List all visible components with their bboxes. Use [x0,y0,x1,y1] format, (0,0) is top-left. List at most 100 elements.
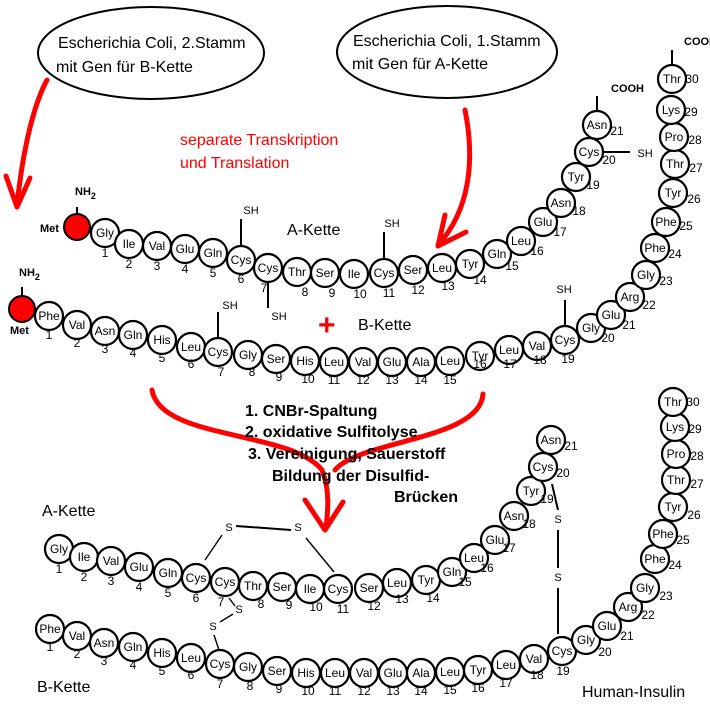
b19-sh-label: SH [556,284,571,296]
top-a-residue-17: Glu [527,206,559,238]
top-b-residue-4: Gln [117,319,149,351]
bottom-a-residue-number: 3 [108,574,115,588]
bottom-a-residue-number: 17 [502,541,516,555]
top-a-residue-7: Cys [252,252,284,284]
bottom-a-residue-3: Val [95,545,127,577]
top-b-residue-label: His [153,333,170,347]
strain1-line2: mit Gen für A-Kette [352,56,488,73]
top-a-residue-label: Gln [204,246,223,260]
top-b-residue-label: Arg [621,290,640,304]
top-a-residue-number: 19 [586,178,600,192]
top-b-residue-number: 8 [249,365,256,379]
bottom-b-residue-number: 12 [357,684,371,698]
bottom-b-residue-label: Glu [384,666,403,680]
top-a-residue-number: 21 [610,124,624,138]
bottom-b-residue-number: 16 [471,681,485,695]
top-b-residue-30: Thr [656,63,688,95]
bottom-b-residue-number: 24 [668,558,682,572]
bottom-b-residue-label: Gln [124,640,143,654]
bottom-b-residue-2: Val [61,620,93,652]
bottom-a-residue-10: Ile [294,573,326,605]
top-b-residue-number: 14 [414,373,428,387]
top-b-residue-14: Ala [405,346,437,378]
top-b-residue-label: Phe [644,241,666,255]
a7-s-bond [228,597,236,607]
top-a-residue-21: Asn [581,109,613,141]
bottom-a-residue-number: 1 [56,562,63,576]
top-a-residue-number: 5 [210,266,217,280]
bottom-b-residue-number: 18 [530,668,544,682]
top-b-residue-15: Leu [434,345,466,377]
bottom-a-residue-number: 10 [309,600,323,614]
bottom-b-residue-18: Val [518,643,550,675]
bottom-b-residue-14: Ala [405,657,437,689]
top-b-residue-number: 24 [668,247,682,261]
strain1-box: Escherichia Coli, 1.Stamm mit Gen für A-… [336,5,558,99]
top-a-residue-10: Ile [338,258,370,290]
top-a-residue-number: 2 [126,257,133,271]
merge-arrow [149,387,486,533]
bottom-b-residue-label: Ser [268,664,287,678]
bottom-b-residue-number: 2 [74,647,81,661]
bottom-b-residue-3: Asn [88,627,120,659]
top-a-residue-label: Cys [258,261,279,275]
top-a-residue-1: Gly [89,217,121,249]
top-b-residue-number: 15 [443,373,457,387]
bottom-a-residue-6: Cys [180,562,212,594]
top-b-residue-17: Leu [493,334,525,366]
bottom-b-residue-number: 20 [598,645,612,659]
top-a-residue-8: Thr [281,256,313,288]
bottom-b-residue-label: Gly [636,581,654,595]
bottom-a-residue-17: Glu [479,524,511,556]
top-a-residue-18: Asn [545,187,577,219]
a20-sh-label: SH [637,148,652,160]
top-a-residue-number: 9 [329,286,336,300]
top-a-residue-number: 10 [353,287,367,301]
bottom-b-residue-10: His [290,657,322,689]
top-b-residue-number: 9 [276,370,283,384]
bottom-b-residue-label: Leu [325,666,345,680]
top-b-residue-label: Ala [412,355,430,369]
top-b-residue-label: Leu [499,343,519,357]
bottom-b-residue-label: Lys [666,420,684,434]
bottom-a-residue-4: Glu [123,551,155,583]
top-b-residue-number: 6 [188,357,195,371]
bottom-a-residue-label: Ser [273,580,292,594]
bottom-a-residue-number: 16 [480,561,494,575]
bottom-a-residue-7: Cys [209,566,241,598]
b-chain-bottom-label: B-Kette [37,679,90,696]
product-label: Human-Insulin [582,684,685,701]
top-b-residue-1: Phe [33,300,65,332]
bottom-a-residue-label: Gln [159,566,178,580]
bottom-a-residue-label: Glu [486,533,505,547]
top-b-residue-24: Phe [639,232,671,264]
top-b-residue-number: 16 [473,357,487,371]
bottom-b-residue-number: 6 [188,668,195,682]
bottom-a-residue-12: Ser [353,572,385,604]
top-b-residue-16: Tyr [464,340,496,372]
bottom-b-residue-number: 15 [443,683,457,697]
bottom-b-residue-20: Gly [570,624,602,656]
top-a-residue-label: Gly [96,226,114,240]
top-a-residue-label: Thr [288,265,306,279]
top-b-residue-number: 21 [622,318,636,332]
top-a-residue-20: Cys [573,136,605,168]
bottom-a-residue-13: Leu [381,567,413,599]
bottom-a-residue-21: Asn [535,424,567,456]
top-b-residue-number: 2 [74,336,81,350]
top-b-residue-number: 4 [130,346,137,360]
bottom-b-residue-29: Lys [659,411,691,443]
top-a-residue-label: Asn [551,196,572,210]
bottom-a-residue-number: 14 [426,591,440,605]
bottom-a-residue-20: Cys [527,451,559,483]
top-a-residue-number: 13 [441,279,455,293]
top-b-residue-label: Gly [582,321,600,335]
top-b-residue-number: 13 [385,373,399,387]
step-2: 2. oxidative Sulfitolyse [245,424,418,441]
bottom-b-residue-label: Tyr [665,500,682,514]
top-b-residue-label: Gly [637,268,655,282]
bottom-a-residue-8: Thr [237,570,269,602]
top-b-residue-number: 29 [684,105,698,119]
bottom-b-residue-number: 11 [329,684,342,698]
arrow-strain1-to-a [435,107,473,249]
